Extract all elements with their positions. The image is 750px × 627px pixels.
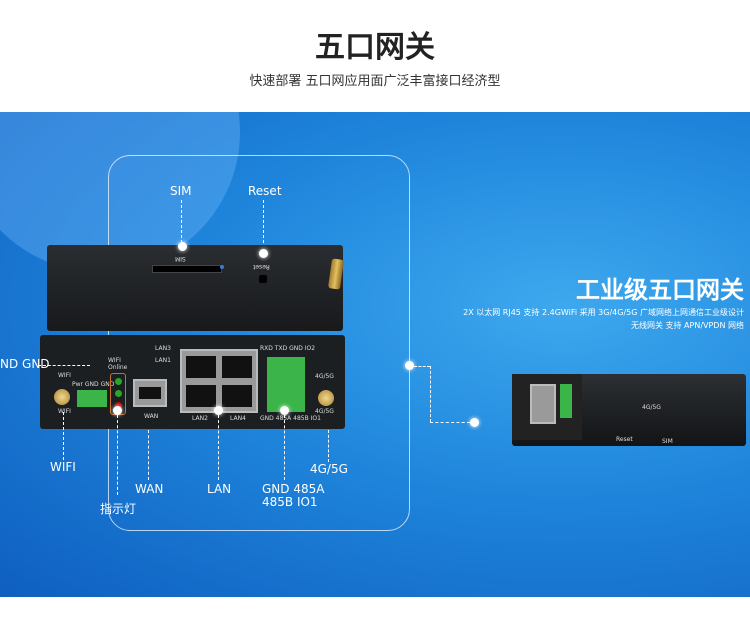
callout-indicator: 指示灯 bbox=[100, 502, 137, 516]
wan-port bbox=[133, 379, 167, 407]
callout-wan: WAN bbox=[135, 482, 164, 496]
reset-button bbox=[259, 275, 267, 283]
device2-sim-label: SIM bbox=[662, 438, 673, 445]
callout-line bbox=[63, 412, 64, 460]
power-pins-label: Pwr GND GND bbox=[72, 381, 115, 388]
wifi-bottom-label: WIFI bbox=[58, 408, 71, 415]
product-banner: SIM Reset SIM Reset WIFI WIFI Pwr GND GN… bbox=[0, 112, 750, 597]
wifi-antenna-connector bbox=[54, 389, 70, 405]
ant-bottom-label: 4G/5G bbox=[315, 408, 334, 415]
connector-dot bbox=[470, 418, 479, 427]
page-subtitle: 快速部署 五口网应用面广泛丰富接口经济型 bbox=[249, 74, 501, 89]
device2-ant-label: 4G/5G bbox=[642, 404, 661, 411]
callout-dot bbox=[178, 242, 187, 251]
lan4-label: LAN4 bbox=[230, 415, 246, 422]
ant-top-label: 4G/5G bbox=[315, 373, 334, 380]
callout-line bbox=[148, 430, 149, 480]
lan1-label: LAN1 bbox=[155, 357, 171, 364]
callout-line bbox=[328, 430, 329, 462]
callout-lan: LAN bbox=[207, 482, 232, 496]
device-front-panel: WIFI WIFI Pwr GND GND WIFI Online WAN LA… bbox=[40, 335, 345, 429]
sim-slot bbox=[152, 265, 222, 273]
callout-dot bbox=[259, 249, 268, 258]
callout-line bbox=[284, 415, 285, 480]
lan3-label: LAN3 bbox=[155, 345, 171, 352]
callout-cellular: 4G/5G bbox=[310, 462, 348, 476]
sim-label: SIM bbox=[175, 255, 186, 262]
connector-line bbox=[414, 366, 430, 367]
connector-dot bbox=[405, 361, 414, 370]
io-terminal bbox=[267, 357, 305, 412]
page-title: 五口网关 bbox=[315, 30, 435, 65]
wan-label: WAN bbox=[144, 413, 159, 420]
device-top-panel: SIM Reset bbox=[47, 245, 343, 331]
callout-reset: Reset bbox=[248, 184, 282, 198]
led-labels: WIFI Online bbox=[108, 357, 128, 371]
callout-line bbox=[263, 200, 264, 248]
cellular-antenna-connector bbox=[318, 390, 334, 406]
feature-desc-line1: 2X 以太网 RJ45 支持 2.4GWiFi 采用 3G/4G/5G 广域网络… bbox=[463, 308, 744, 317]
wifi-top-label: WIFI bbox=[58, 372, 71, 379]
callout-wifi: WIFI bbox=[50, 460, 76, 474]
feature-desc-line2: 无线网关 支持 APN/VPDN 网络 bbox=[630, 321, 744, 330]
callout-line bbox=[181, 200, 182, 248]
device-side-ports bbox=[512, 374, 582, 440]
connector-line bbox=[430, 422, 470, 423]
reset-label: Reset bbox=[253, 263, 270, 270]
device2-reset-label: Reset bbox=[616, 436, 633, 443]
callout-dot bbox=[214, 406, 223, 415]
feature-title: 工业级五口网关 bbox=[576, 276, 744, 304]
callout-line bbox=[218, 415, 219, 480]
callout-dot bbox=[280, 406, 289, 415]
connector-line bbox=[430, 366, 431, 422]
callout-io-line1: GND 485A bbox=[262, 482, 325, 496]
lan2-label: LAN2 bbox=[192, 415, 208, 422]
callout-line bbox=[38, 365, 90, 366]
callout-line bbox=[117, 415, 118, 495]
status-led bbox=[220, 265, 224, 269]
io-top-label: RXD TXD GND IO2 bbox=[260, 345, 316, 352]
callout-sim: SIM bbox=[170, 184, 192, 198]
io-bottom-label: GND 485A 485B IO1 bbox=[260, 415, 321, 422]
callout-gnd: ND GND bbox=[0, 357, 50, 371]
lan-ports bbox=[180, 349, 258, 413]
callout-dot bbox=[113, 406, 122, 415]
callout-io-line2: 485B IO1 bbox=[262, 495, 318, 509]
power-terminal bbox=[77, 390, 107, 407]
